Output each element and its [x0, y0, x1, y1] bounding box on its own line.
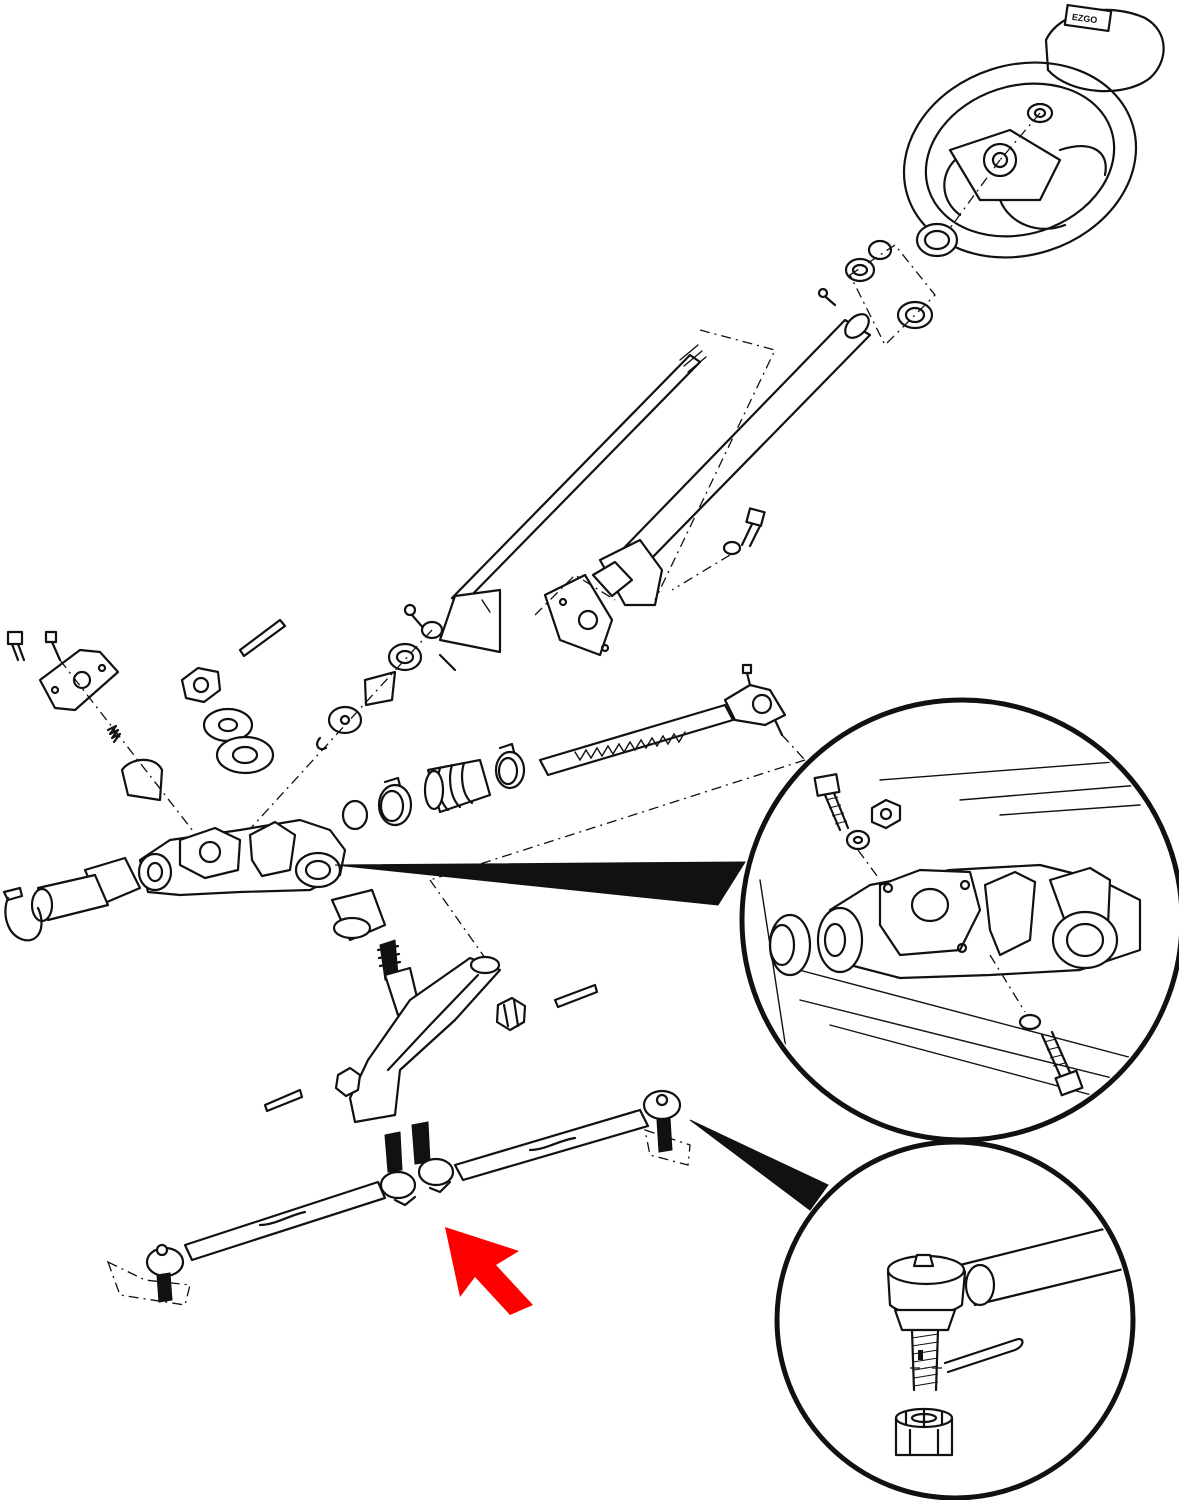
- column-bearings: [817, 222, 959, 347]
- logo-text: EZGO: [1071, 12, 1098, 25]
- callout-pointer-upper: [334, 861, 746, 906]
- callout-pointer-lower: [689, 1119, 829, 1211]
- drag-link: [106, 1089, 691, 1306]
- rack-assembly: [341, 663, 806, 966]
- left-hardware: [6, 618, 287, 841]
- steering-column: [534, 313, 872, 657]
- steering-gear-housing: [2, 818, 347, 942]
- steering-wheel: [902, 61, 1138, 259]
- u-joint-assembly: [239, 603, 457, 841]
- callout-detail-housing: [739, 697, 1179, 1143]
- pitman-assembly: [263, 888, 599, 1124]
- intermediate-shaft: [438, 344, 707, 654]
- red-arrow: [445, 1227, 533, 1315]
- horn-cap: EZGO: [1044, 3, 1165, 93]
- callout-detail-tie-rod-end: [774, 1139, 1136, 1500]
